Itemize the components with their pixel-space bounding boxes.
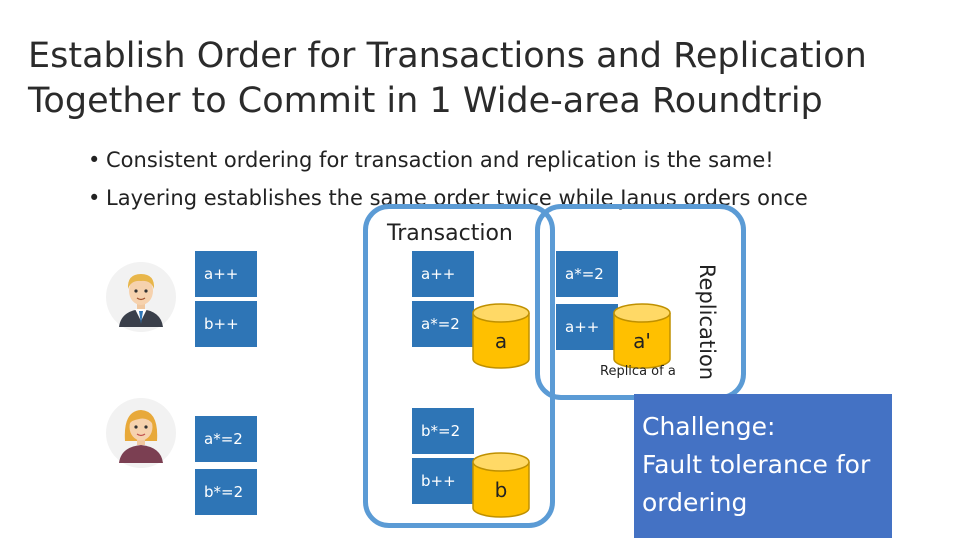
database-a-label: a [494, 329, 508, 353]
database-b: b [472, 452, 530, 518]
woman-avatar-icon [105, 397, 177, 469]
slide-title-line-2: Together to Commit in 1 Wide-area Roundt… [28, 81, 823, 121]
server-a-op-box: a++ [412, 251, 474, 297]
database-replica-label: a' [633, 329, 651, 353]
database-icon [472, 303, 530, 369]
replica-op-box: a++ [556, 304, 618, 350]
slide-title-line-1: Establish Order for Transactions and Rep… [28, 36, 867, 76]
database-b-label: b [494, 478, 508, 502]
challenge-line-2: Fault tolerance for [642, 450, 871, 479]
client2-op-box: b*=2 [195, 469, 257, 515]
replication-label: Replication [695, 263, 719, 381]
challenge-box: Challenge: Fault tolerance for ordering [634, 394, 892, 538]
slide-title: Establish Order for Transactions and Rep… [28, 34, 928, 124]
man-avatar-icon [105, 261, 177, 333]
server-a-op-box: a*=2 [412, 301, 474, 347]
replica-of-a-label: Replica of a [600, 364, 676, 379]
challenge-line-1: Challenge: [642, 412, 776, 441]
replica-op-box: a*=2 [556, 251, 618, 297]
transaction-label: Transaction [383, 219, 517, 249]
client1-op-box: b++ [195, 301, 257, 347]
database-icon [472, 452, 530, 518]
bullet-list: Consistent ordering for transaction and … [88, 141, 948, 217]
database-a-replica: a' [613, 303, 671, 369]
client1-op-box: a++ [195, 251, 257, 297]
database-a: a [472, 303, 530, 369]
server-b-op-box: b*=2 [412, 408, 474, 454]
challenge-line-3: ordering [642, 488, 748, 517]
server-b-op-box: b++ [412, 458, 474, 504]
transaction-ring [363, 204, 555, 528]
bullet-item: Consistent ordering for transaction and … [88, 141, 948, 179]
client2-op-box: a*=2 [195, 416, 257, 462]
database-icon [613, 303, 671, 369]
